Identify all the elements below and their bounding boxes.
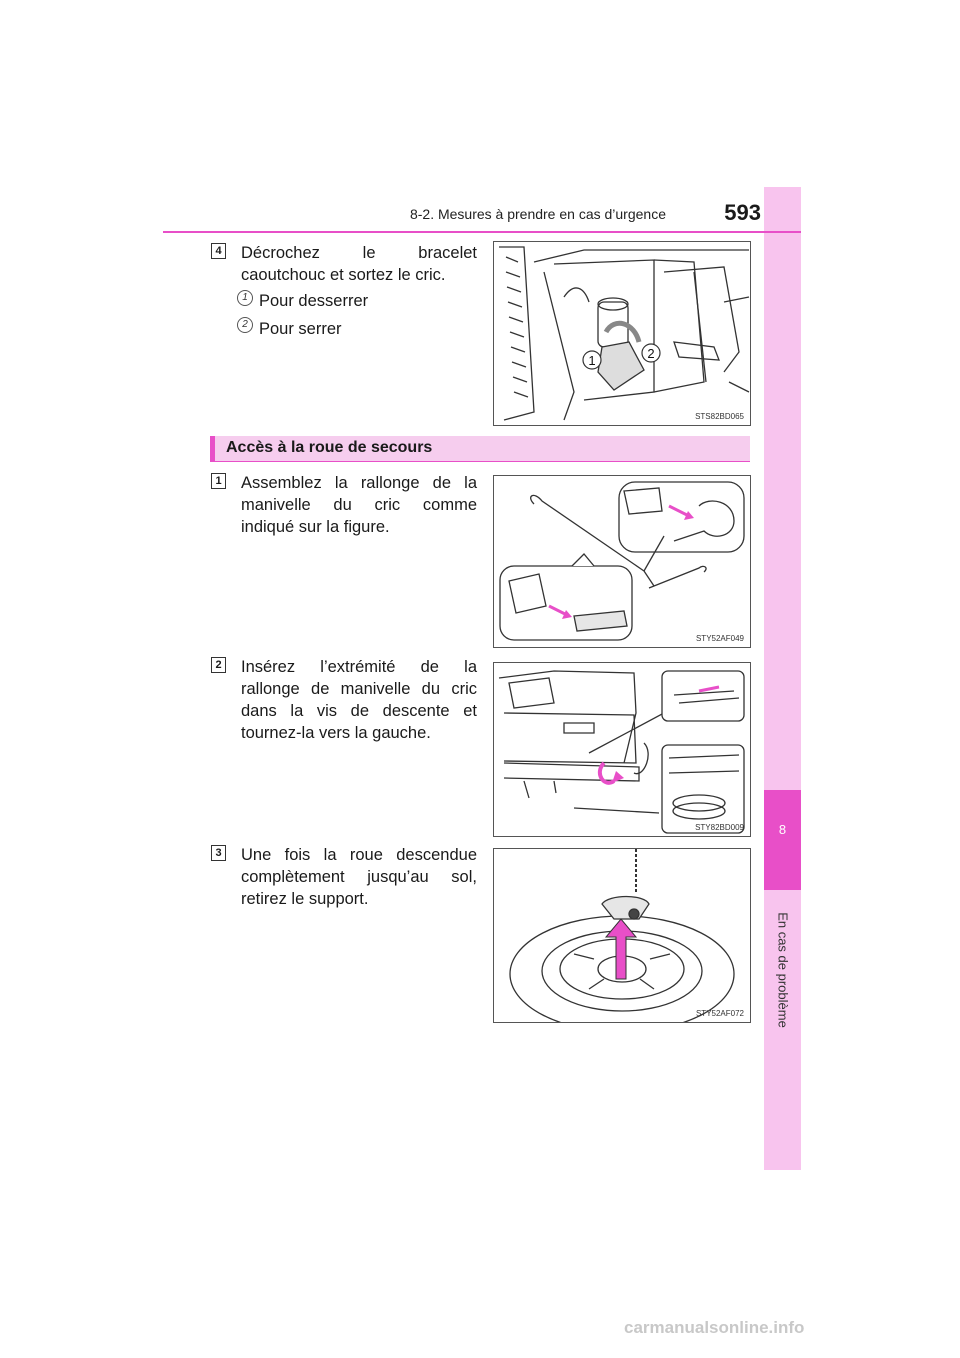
- section-bar: [210, 436, 750, 462]
- callout-1-label: 1: [588, 353, 595, 368]
- step-3-marker: 3: [211, 845, 226, 861]
- side-chapter-tab: [764, 187, 801, 1170]
- step-3-text: Une fois la roue descendue complètement …: [241, 846, 477, 908]
- step-1-marker: 1: [211, 473, 226, 489]
- step-4-text: Décrochez le bracelet caoutchouc et sort…: [241, 244, 477, 284]
- crank-assembly-figure: STY52AF049: [493, 475, 751, 648]
- spare-wheel-illustration: [509, 849, 735, 1022]
- step-4-marker: 4: [211, 243, 226, 259]
- spare-wheel-figure: STY52AF072: [493, 848, 751, 1023]
- tailgate-figure: STY82BD009: [493, 662, 751, 837]
- side-chapter-marker: [764, 790, 801, 890]
- item-1-marker: 1: [237, 290, 253, 306]
- item-2-marker: 2: [237, 317, 253, 333]
- header-rule: [163, 231, 801, 233]
- step-2-text: Insérez l’extrémité de la rallonge de ma…: [241, 658, 477, 742]
- tailgate-illustration: [498, 670, 745, 834]
- step-1-text: Assemblez la rallonge de la manivelle du…: [241, 474, 477, 536]
- jack-compartment-illustration: 1 2: [499, 246, 750, 421]
- watermark: carmanualsonline.info: [624, 1318, 805, 1337]
- item-2-label: Pour serrer: [259, 320, 342, 338]
- figure-code: STY82BD009: [695, 823, 744, 832]
- item-1-label: Pour desserrer: [259, 292, 369, 310]
- figure-code: STY52AF049: [695, 634, 744, 643]
- header-section-title: 8-2. Mesures à prendre en cas d’urgence: [409, 206, 666, 222]
- callout-1: 1: [582, 350, 602, 370]
- figure-code: STY52AF072: [695, 1009, 744, 1018]
- step-2-marker: 2: [211, 657, 226, 673]
- callout-2: 2: [641, 343, 661, 363]
- callout-2-label: 2: [647, 346, 654, 361]
- page-number: 593: [724, 200, 761, 225]
- figure-code: STS82BD065: [695, 412, 744, 421]
- section-title: Accès à la roue de secours: [226, 439, 433, 456]
- jack-compartment-figure: 1 2 STS82BD065: [493, 241, 751, 426]
- chapter-label: En cas de problème: [775, 912, 791, 1028]
- crank-assembly-illustration: [499, 481, 745, 641]
- chapter-number: 8: [778, 822, 787, 837]
